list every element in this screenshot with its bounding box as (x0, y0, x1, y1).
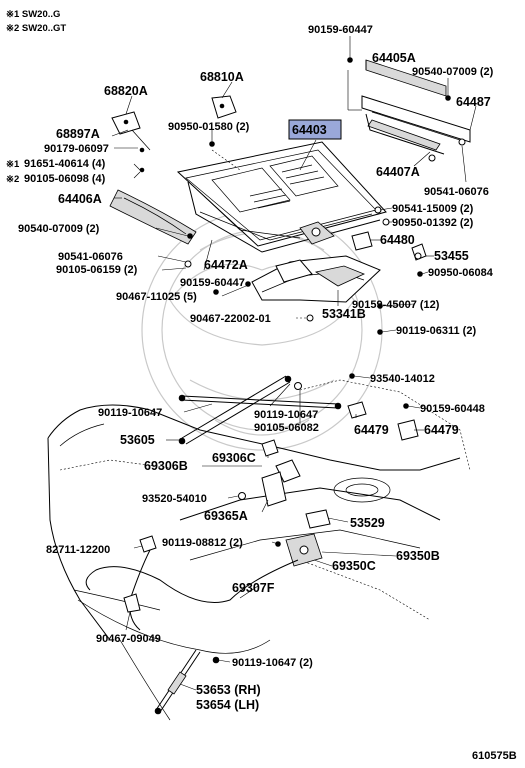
label-64487: 64487 (456, 95, 491, 109)
label-64405A: 64405A (372, 51, 416, 65)
label-64480: 64480 (380, 233, 415, 247)
mark-note-2: ※2 (6, 174, 19, 185)
label-93520-54010: 93520-54010 (142, 493, 207, 505)
mark-note-1: ※1 (6, 159, 20, 170)
label-69306C: 69306C (212, 451, 256, 465)
label-53455: 53455 (434, 249, 469, 263)
label-90467-22002-01: 90467-22002-01 (190, 313, 271, 325)
label-68897A: 68897A (56, 127, 100, 141)
label-90159-60448: 90159-60448 (420, 403, 485, 415)
label-90541-06076-left: 90541-06076 (58, 251, 123, 263)
label-90159-45007: 90159-45007 (12) (352, 299, 440, 311)
label-53605: 53605 (120, 433, 155, 447)
model-note-1: ※1 SW20..G (6, 9, 60, 20)
label-64406A: 64406A (58, 192, 102, 206)
label-69350C: 69350C (332, 559, 376, 573)
label-90179-06097: 90179-06097 (44, 143, 109, 155)
label-64407A: 64407A (376, 165, 420, 179)
model-note-2: ※2 SW20..GT (6, 23, 66, 34)
label-69365A: 69365A (204, 509, 248, 523)
engine-hood-drawing (109, 57, 471, 335)
label-68810A: 68810A (200, 70, 244, 84)
label-90159-60447-mid: 90159-60447 (180, 277, 245, 289)
body-and-latch-drawing (47, 373, 471, 721)
label-90540-07009-top: 90540-07009 (2) (412, 66, 494, 78)
leader-lines (111, 36, 477, 691)
label-90950-01392: 90950-01392 (2) (392, 217, 474, 229)
label-93540-14012: 93540-14012 (370, 373, 435, 385)
label-64479-left: 64479 (354, 423, 389, 437)
label-90540-07009-left: 90540-07009 (2) (18, 223, 100, 235)
label-69350B: 69350B (396, 549, 440, 563)
part-labels: 90159-60447 64405A 90540-07009 (2) 64487… (6, 24, 494, 712)
label-90541-15009: 90541-15009 (2) (392, 203, 474, 215)
label-90119-10647-mid: 90119-10647 (254, 409, 318, 421)
label-69307F: 69307F (232, 581, 275, 595)
label-91651-40614: 91651-40614 (4) (24, 158, 106, 170)
diagram-id: 610575B (472, 750, 517, 762)
highlight-64403 (288, 119, 342, 140)
label-90541-06076-right: 90541-06076 (424, 186, 489, 198)
label-90119-06311: 90119-06311 (2) (396, 325, 476, 337)
label-90119-10647-bottom: 90119-10647 (2) (232, 657, 313, 669)
label-53653-RH: 53653 (RH) (196, 683, 261, 697)
label-90467-11025: 90467-11025 (5) (116, 291, 197, 303)
label-53654-LH: 53654 (LH) (196, 698, 259, 712)
label-90105-06098: 90105-06098 (4) (24, 173, 106, 185)
label-68820A: 68820A (104, 84, 148, 98)
label-53529: 53529 (350, 516, 385, 530)
label-90119-10647-left: 90119-10647 (98, 407, 162, 419)
label-64403: 64403 (292, 123, 327, 137)
label-90105-06082: 90105-06082 (254, 422, 319, 434)
label-90105-06159: 90105-06159 (2) (56, 264, 138, 276)
label-64479-right: 64479 (424, 423, 459, 437)
label-90467-09049: 90467-09049 (96, 633, 161, 645)
label-90950-06084: 90950-06084 (428, 267, 494, 279)
label-90119-08812: 90119-08812 (2) (162, 537, 243, 549)
label-69306B: 69306B (144, 459, 188, 473)
label-90159-60447-top: 90159-60447 (308, 24, 373, 36)
label-53341B: 53341B (322, 307, 366, 321)
label-64472A: 64472A (204, 258, 248, 272)
label-82711-12200: 82711-12200 (46, 544, 110, 556)
label-90950-01580: 90950-01580 (2) (168, 121, 250, 133)
